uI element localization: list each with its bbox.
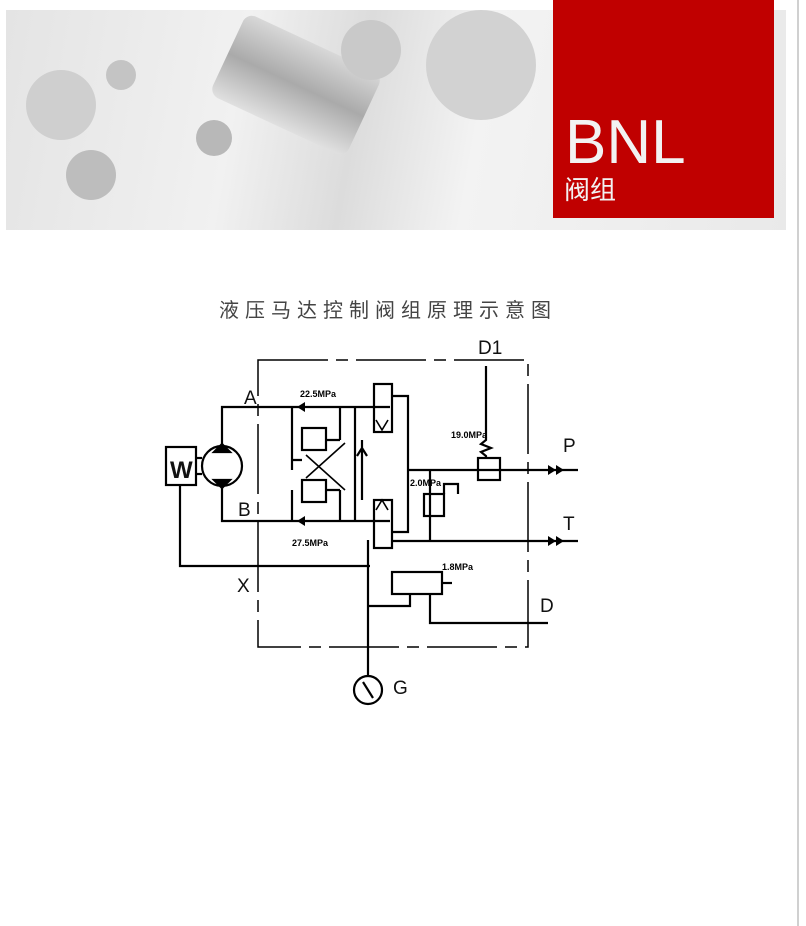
port-b-label: B bbox=[238, 500, 251, 521]
pressure-reducing-valve bbox=[476, 456, 502, 482]
port-x-label: X bbox=[237, 576, 250, 597]
pressure-label-a: 22.5MPa bbox=[300, 389, 337, 399]
diagram-title: 液压马达控制阀组原理示意图 bbox=[219, 298, 557, 322]
check-valve-top bbox=[372, 382, 394, 434]
pressure-label-t: 2.0MPa bbox=[410, 478, 442, 488]
page-border bbox=[797, 0, 799, 926]
brand-subtitle: 阀组 bbox=[564, 176, 617, 206]
port-p-label: P bbox=[563, 436, 576, 457]
sequence-valve bbox=[422, 492, 446, 518]
check-valve-bottom bbox=[372, 498, 394, 550]
port-t-label: T bbox=[563, 514, 575, 535]
pressure-label-x: 1.8MPa bbox=[442, 562, 474, 572]
port-a-label: A bbox=[244, 388, 257, 409]
port-g-label: G bbox=[393, 678, 408, 699]
pressure-gauge-icon bbox=[352, 674, 384, 706]
motor-label: W bbox=[170, 457, 193, 484]
valve-block-boundary bbox=[257, 359, 529, 648]
pressure-label-b: 27.5MPa bbox=[292, 538, 329, 548]
port-d-label: D bbox=[540, 596, 554, 617]
brand-box: BNL 阀组 bbox=[553, 0, 774, 218]
pressure-label-p: 19.0MPa bbox=[451, 430, 488, 440]
relief-valve-a bbox=[300, 426, 328, 452]
port-d1-label: D1 bbox=[478, 338, 502, 359]
directional-valve-x bbox=[390, 570, 444, 596]
relief-valve-b bbox=[300, 478, 328, 504]
brand-title: BNL bbox=[565, 108, 686, 177]
